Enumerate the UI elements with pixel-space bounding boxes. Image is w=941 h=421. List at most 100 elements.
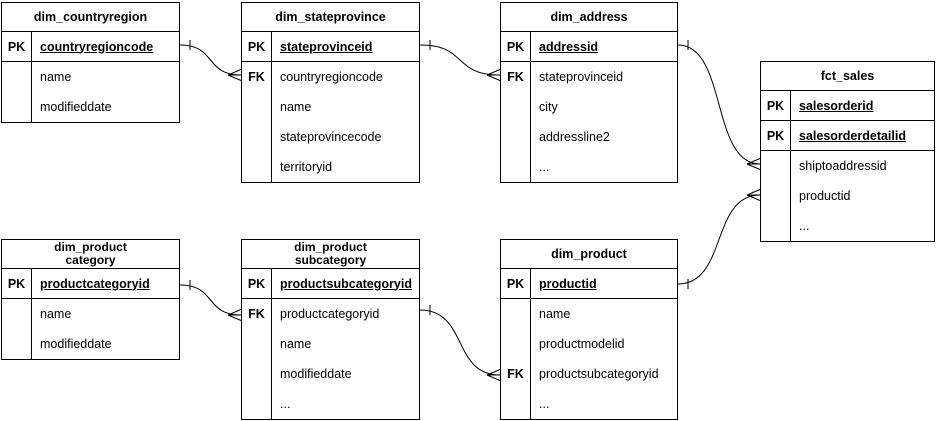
pk-badge: PK <box>2 32 32 61</box>
table-title-line: dim_product <box>294 240 367 254</box>
key-cell <box>242 152 272 182</box>
field-name: countryregioncode <box>280 70 383 84</box>
cardinality-many-crowfoot <box>227 309 242 316</box>
key-cell <box>501 389 531 419</box>
cardinality-many-crowfoot <box>746 189 761 196</box>
field-name: addressid <box>539 39 599 54</box>
cardinality-many-crowfoot <box>227 74 242 81</box>
table-row: shiptoaddressid <box>761 151 934 181</box>
cardinality-many-crowfoot <box>227 69 242 76</box>
key-cell <box>242 329 272 359</box>
field-name: stateprovinceid <box>539 70 624 84</box>
field-name: ... <box>539 160 550 174</box>
key-cell <box>761 151 791 181</box>
table-row: addressline2 <box>501 122 677 152</box>
field-name: ... <box>799 219 810 233</box>
table-row: ... <box>761 211 934 241</box>
field-name: productcategoryid <box>280 307 380 321</box>
key-cell <box>2 299 32 329</box>
key-cell <box>761 211 791 241</box>
table-row: name <box>242 92 419 122</box>
field-name: addressline2 <box>539 130 610 144</box>
pk-badge: PK <box>501 269 531 298</box>
key-cell <box>2 92 32 122</box>
key-cell <box>761 181 791 211</box>
field-name: name <box>40 307 72 321</box>
table-row: territoryid <box>242 152 419 182</box>
fk-badge: FK <box>242 299 272 329</box>
table-title-line: dim_stateprovince <box>275 10 386 24</box>
key-cell <box>2 62 32 92</box>
field-name: shiptoaddressid <box>799 159 887 173</box>
table-row: name <box>2 299 179 329</box>
table-title: fct_sales <box>761 62 934 91</box>
connector-dim_countryregion-to-dim_stateprovince <box>179 40 242 81</box>
table-title-line: dim_address <box>550 10 628 24</box>
cardinality-many-crowfoot <box>746 194 761 201</box>
table-row: modifieddate <box>2 92 179 122</box>
key-cell <box>501 92 531 122</box>
field-name: name <box>539 307 571 321</box>
field-name: city <box>539 100 558 114</box>
field-name: name <box>280 100 312 114</box>
field-name: modifieddate <box>40 337 112 351</box>
connector-dim_address-to-fct_sales <box>677 40 761 170</box>
key-cell <box>242 359 272 389</box>
connector-dim_productsubcategory-to-dim_product <box>419 305 501 381</box>
cardinality-many-crowfoot <box>746 158 761 165</box>
cardinality-many-crowfoot <box>486 374 501 381</box>
fk-badge: FK <box>501 359 531 389</box>
field-name: modifieddate <box>280 367 352 381</box>
table-row: ... <box>501 152 677 182</box>
cardinality-many-crowfoot <box>227 314 242 321</box>
table-row: PK stateprovinceid <box>242 32 419 62</box>
relationship-line <box>677 44 761 165</box>
table-title: dim_product <box>501 240 677 269</box>
field-name: productid <box>799 189 851 203</box>
fk-badge: FK <box>501 62 531 92</box>
table-row: FK countryregioncode <box>242 62 419 92</box>
cardinality-many-crowfoot <box>746 163 761 170</box>
table-title-line: fct_sales <box>820 69 875 83</box>
connector-dim_productcategory-to-dim_productsubcategory <box>179 280 242 321</box>
table-row: ... <box>242 389 419 419</box>
connector-dim_product-to-fct_sales <box>677 189 761 289</box>
field-name: ... <box>539 397 550 411</box>
table-row: modifieddate <box>242 359 419 389</box>
relationship-line <box>419 44 501 76</box>
relationship-line <box>677 194 761 285</box>
table-title-line: dim_countryregion <box>33 10 148 24</box>
table-title-line: dim_product <box>54 240 127 254</box>
field-name: name <box>40 70 72 84</box>
table-row: FK stateprovinceid <box>501 62 677 92</box>
cardinality-many-crowfoot <box>486 74 501 81</box>
pk-badge: PK <box>242 269 272 298</box>
table-row: productmodelid <box>501 329 677 359</box>
field-name: name <box>280 337 312 351</box>
table-row: name <box>242 329 419 359</box>
table-title-line: subcategory <box>294 253 367 267</box>
field-name: countryregioncode <box>40 39 154 54</box>
table-row: city <box>501 92 677 122</box>
field-name: salesorderid <box>799 98 874 113</box>
pk-badge: PK <box>242 32 272 61</box>
table-row: FK productcategoryid <box>242 299 419 329</box>
key-cell <box>501 152 531 182</box>
field-name: productsubcategoryid <box>280 276 412 291</box>
key-cell <box>501 122 531 152</box>
pk-badge: PK <box>761 121 791 150</box>
fk-badge: FK <box>242 62 272 92</box>
field-name: productcategoryid <box>40 276 150 291</box>
field-name: stateprovinceid <box>280 39 373 54</box>
